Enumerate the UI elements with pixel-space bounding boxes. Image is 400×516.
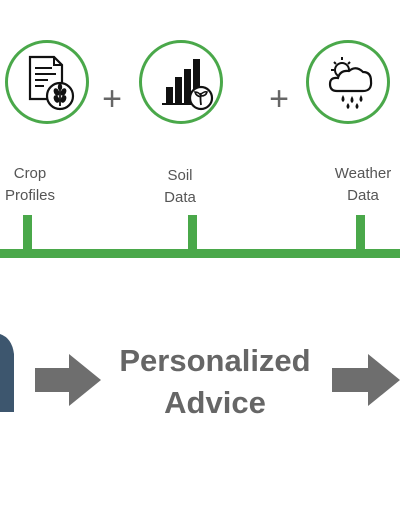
connector-stub-crop [23,215,32,254]
personalized-advice-text: Personalized Advice [100,340,330,424]
weather-data-label: Weather Data [308,163,400,207]
partial-head-shape [0,334,14,412]
plus-operator-1: + [102,80,122,118]
crop-profiles-label-line1: Crop [13,165,47,182]
crop-profiles-label-line2: Profiles [4,187,56,204]
connector-stub-soil [188,215,197,254]
right-arrow-right [332,354,400,406]
cloud-rain-sun-icon [328,57,373,109]
soil-data-label-line1: Soil [167,167,193,184]
weather-data-label-line2: Data [347,187,379,204]
bar-chart-sprout-icon [162,59,214,111]
soil-data-label-line2: Data [164,189,196,206]
right-arrow-left [35,354,101,406]
soil-data-circle [139,40,223,124]
connector-horizontal-line [0,249,400,258]
output-line2: Advice [164,385,266,420]
crop-profiles-circle [5,40,89,124]
output-line1: Personalized [119,343,311,378]
connector-stub-weather [356,215,365,254]
weather-data-circle [306,40,390,124]
plus-operator-2: + [269,80,289,118]
weather-data-label-line1: Weather [334,165,392,182]
crop-profiles-label: Crop Profiles [0,163,85,207]
document-wheat-icon [28,55,75,111]
soil-data-label: Soil Data [125,165,235,209]
